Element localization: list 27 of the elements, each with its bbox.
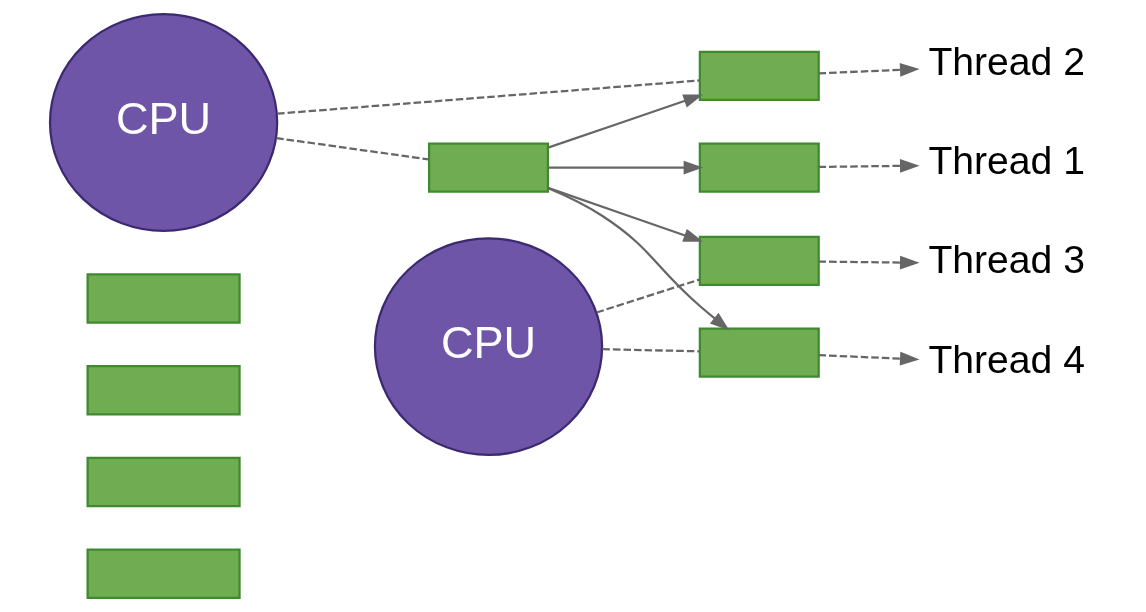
connector xyxy=(276,79,700,115)
node-box xyxy=(86,456,241,508)
node-circle: CPU xyxy=(48,13,278,232)
arrow xyxy=(547,187,729,331)
arrow xyxy=(818,351,920,366)
node-text: Thread 4 xyxy=(927,337,1085,381)
arrow xyxy=(818,255,920,270)
node-box xyxy=(86,548,241,599)
node-box xyxy=(86,365,241,416)
node-text: Thread 2 xyxy=(927,39,1085,83)
connector xyxy=(595,278,700,314)
connector xyxy=(275,136,429,161)
node-text: Thread 1 xyxy=(927,139,1085,183)
arrow xyxy=(547,94,703,149)
arrow xyxy=(547,160,703,175)
node-box xyxy=(698,235,820,287)
arrow xyxy=(547,186,703,242)
arrow xyxy=(818,63,920,77)
arrow xyxy=(818,159,920,173)
node-box xyxy=(698,327,820,378)
node-text: Thread 3 xyxy=(927,238,1085,282)
node-box xyxy=(86,273,241,324)
node-circle: CPU xyxy=(373,237,603,457)
node-box xyxy=(698,50,820,102)
connector xyxy=(601,348,700,353)
node-box xyxy=(427,142,549,193)
node-box xyxy=(698,142,820,193)
